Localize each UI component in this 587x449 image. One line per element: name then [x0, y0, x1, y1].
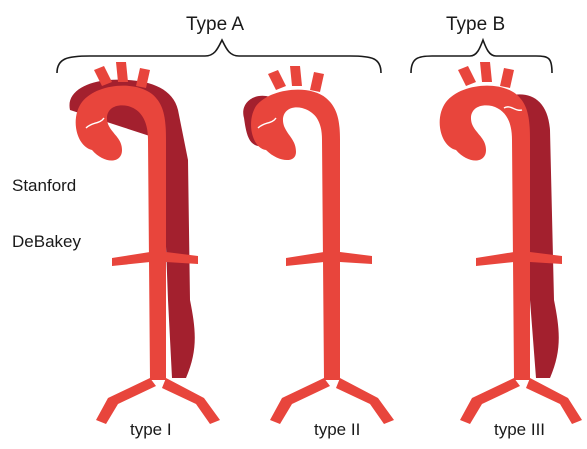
debakey-label: DeBakey	[12, 232, 81, 252]
type-a-bracket	[57, 40, 381, 73]
branch-vessels-type-ii	[268, 66, 324, 92]
type-ii-label: type II	[314, 420, 360, 440]
type-b-label: Type B	[446, 14, 505, 36]
type-iii-label: type III	[494, 420, 545, 440]
branch-vessels-type-iii	[458, 62, 514, 88]
type-a-label: Type A	[186, 14, 244, 36]
stanford-label: Stanford	[12, 176, 76, 196]
aorta-type-ii	[243, 66, 394, 424]
iliac-branches-type-iii	[460, 378, 582, 424]
aortic-arch-type-ii	[251, 90, 340, 380]
aorta-type-i	[69, 62, 220, 424]
aortic-arch-type-i	[76, 86, 166, 380]
iliac-branches-type-ii	[270, 378, 394, 424]
aorta-type-iii	[440, 62, 582, 424]
type-i-label: type I	[130, 420, 172, 440]
iliac-branches-type-i	[96, 378, 220, 424]
aortic-arch-type-iii	[440, 86, 530, 380]
